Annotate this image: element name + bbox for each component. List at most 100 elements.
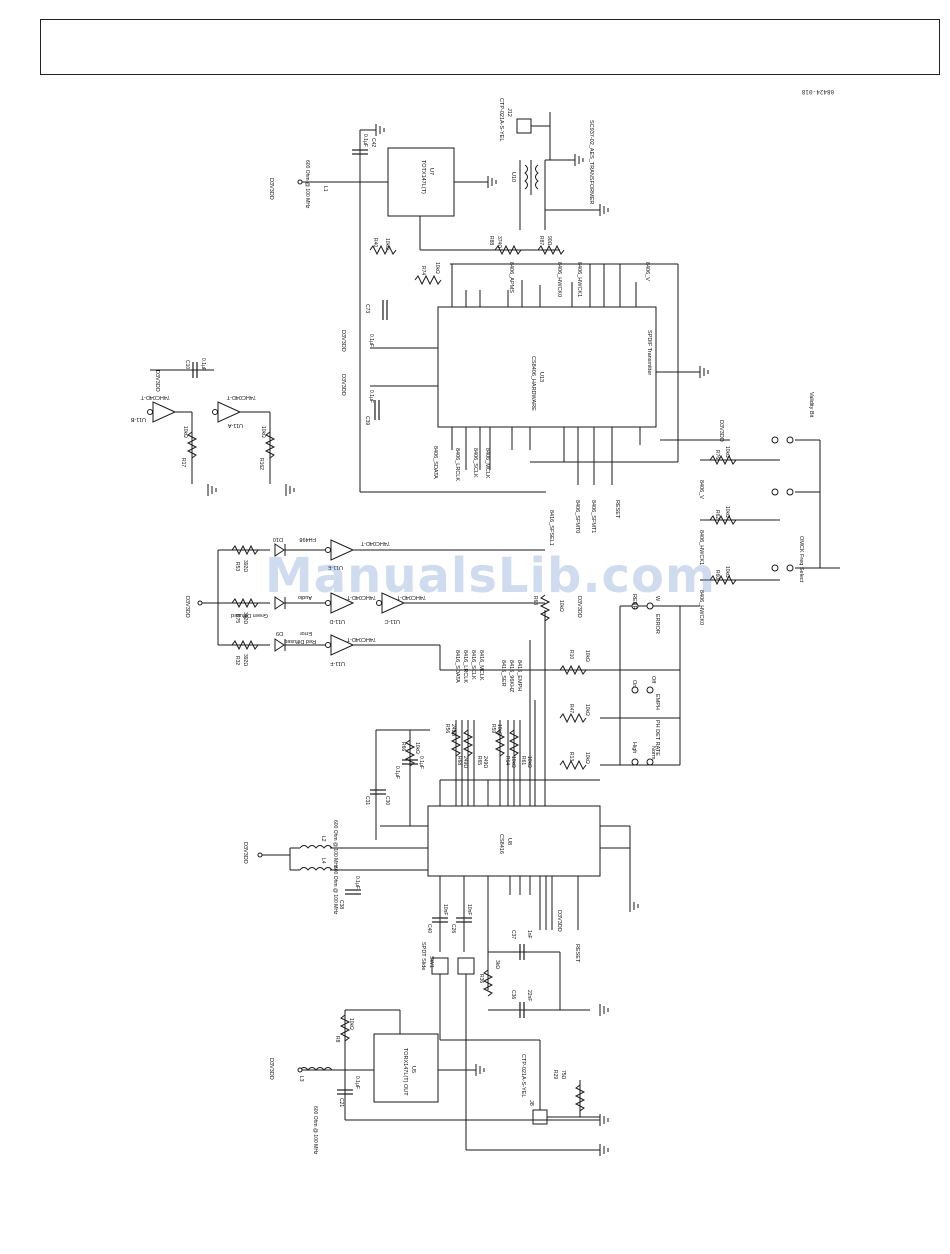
- net-sfmt1: 8406_SFMT1: [590, 500, 596, 533]
- buf-part-e: 74HC04D-T: [360, 540, 390, 546]
- c42-ref: C42: [370, 138, 376, 147]
- buf-part-d: 74HC04D-T: [346, 594, 376, 600]
- r60-val: 10kΩ: [724, 566, 730, 578]
- net-reset: RESET: [614, 500, 620, 519]
- rail-sw: D3V3DD: [576, 596, 582, 618]
- c31-ref: C31: [364, 796, 370, 805]
- j8-part: CTP-021A-S-YEL: [520, 1054, 526, 1097]
- r75-ref: R75: [234, 614, 240, 623]
- r47-val: 10kΩ: [584, 704, 590, 716]
- j8-body: [532, 1109, 548, 1125]
- sw-error: ERROR: [654, 614, 660, 634]
- j12-part: CTP-021A-S-YEL: [498, 98, 504, 141]
- r87-ref: R87: [538, 236, 544, 245]
- r68-val: 249Ω: [462, 756, 468, 768]
- r62-val: 10kΩ: [724, 506, 730, 518]
- net-u-emph: 8416_EMPH: [516, 660, 522, 691]
- r63-ref: R63: [532, 596, 538, 605]
- net-mclk: 8406_MCLK: [484, 448, 490, 479]
- sw-spdt: SPDT Slide: [420, 942, 426, 970]
- net-hwck0-sw: 8406_HWCK0: [698, 590, 704, 625]
- r59-val: 10kΩ: [496, 724, 502, 736]
- rail-u13-vd: D3V3DD: [340, 374, 346, 396]
- led-d10-ref: D10: [273, 536, 283, 542]
- r40-val: 10kΩ: [384, 238, 390, 250]
- r61-ref: R61: [520, 756, 526, 765]
- buf-part-a: 74HC04D-T: [226, 394, 256, 400]
- r56-ref: R56: [444, 724, 450, 733]
- buf-u11d: U11-D: [329, 618, 345, 624]
- l4-ref: L4: [320, 858, 326, 864]
- r64-ref: R64: [504, 756, 510, 765]
- c73-ref: C73: [364, 304, 370, 313]
- net-hwck1-sw: 8406_HWCK1: [698, 530, 704, 565]
- led-d9-ref: D9: [276, 630, 283, 636]
- r56-val: 249Ω: [450, 724, 456, 736]
- r87-val: 90Ω: [546, 236, 552, 246]
- buf-part-c: 74HC04D-T: [396, 594, 426, 600]
- c39-val: 0.1µF: [368, 390, 374, 403]
- r65-ref: R65: [476, 756, 482, 765]
- buf-u11c: U11-C: [384, 618, 400, 624]
- r13-val: 10kΩ: [584, 752, 590, 764]
- c37-val: 1nF: [526, 930, 532, 939]
- led-d9-label: Red Diffused: [284, 638, 316, 644]
- sw-rerr: RERR: [631, 594, 637, 610]
- u5-ref: U5: [410, 1066, 416, 1073]
- u8-part: CS8416: [498, 834, 504, 854]
- c26-val: 10nF: [466, 904, 472, 915]
- r10-ref: R10: [568, 650, 574, 659]
- buf-u11b: U11-B: [130, 416, 146, 422]
- l3-ref: L3: [298, 1076, 304, 1082]
- r53-ref: R53: [234, 562, 240, 571]
- r36-ref: R36: [478, 974, 484, 983]
- r61-val: 10kΩ: [526, 756, 532, 768]
- net-u-sdata: 8416_SDATA: [454, 650, 460, 683]
- r36-val: 3kΩ: [494, 960, 500, 969]
- net-v: 8406_V: [644, 262, 650, 281]
- r62-ref: R62: [714, 510, 720, 519]
- r32-val: 392Ω: [242, 654, 248, 666]
- sw-emph: EMPH: [654, 694, 660, 710]
- sw-high: High: [631, 742, 637, 753]
- r76-ref: R76: [714, 450, 720, 459]
- u13-body: [437, 306, 657, 428]
- c40-val: 10nF: [442, 904, 448, 915]
- j12-body: [516, 118, 532, 134]
- net-sfmt0: 8406_SFMT0: [574, 500, 580, 533]
- r162-val: 10kΩ: [260, 426, 266, 438]
- c36-ref: C36: [510, 990, 516, 999]
- r75-val: 392Ω: [242, 612, 248, 624]
- rail-u7: D3V3DD: [268, 178, 274, 200]
- r32-ref: R32: [234, 656, 240, 665]
- c10-val: 0.1µF: [200, 358, 206, 371]
- rail-led: D3V3DD: [184, 596, 190, 618]
- r66-val: 10kΩ: [414, 742, 420, 754]
- l1-val: 600 Ohm @ 100 MHz: [304, 160, 310, 209]
- c39-ref: C39: [364, 416, 370, 425]
- u10-part: SC937-02_AES_TRANSFORMER: [588, 120, 594, 204]
- r66-ref: R66: [400, 742, 406, 751]
- l4-val: 600 Ohm @ 100 MHz: [332, 866, 338, 915]
- u5-body: [373, 1033, 439, 1103]
- sw-spdt-ref: SW1: [428, 956, 434, 968]
- r74-ref: R74: [420, 266, 426, 275]
- c38-ref: C38: [338, 900, 344, 909]
- rail-u8-rst: D3V3DD: [556, 910, 562, 932]
- r29-val: 75Ω: [560, 1070, 566, 1080]
- u13-part: CS8406_HARDWARE: [530, 356, 536, 411]
- net-u-mclk: 8416_MCLK: [478, 650, 484, 681]
- buf-part-f: 74HC04D-T: [346, 636, 376, 642]
- u13-func: SPDIF Transmitter: [646, 330, 652, 375]
- net-u-ser: 8416_SER: [500, 660, 506, 687]
- net-sdata: 8406_SDATA: [432, 446, 438, 479]
- r53-val: 392Ω: [242, 560, 248, 572]
- led-d11-audio: Audio: [298, 594, 312, 600]
- l5-ref: L2: [320, 836, 326, 842]
- rail-u13-vl: D3V3DD: [340, 330, 346, 352]
- r17-val: 10kΩ: [182, 426, 188, 438]
- net-reset-u8: RESET: [574, 944, 580, 963]
- r8-val: 10kΩ: [348, 1018, 354, 1030]
- u8-body: [427, 805, 601, 877]
